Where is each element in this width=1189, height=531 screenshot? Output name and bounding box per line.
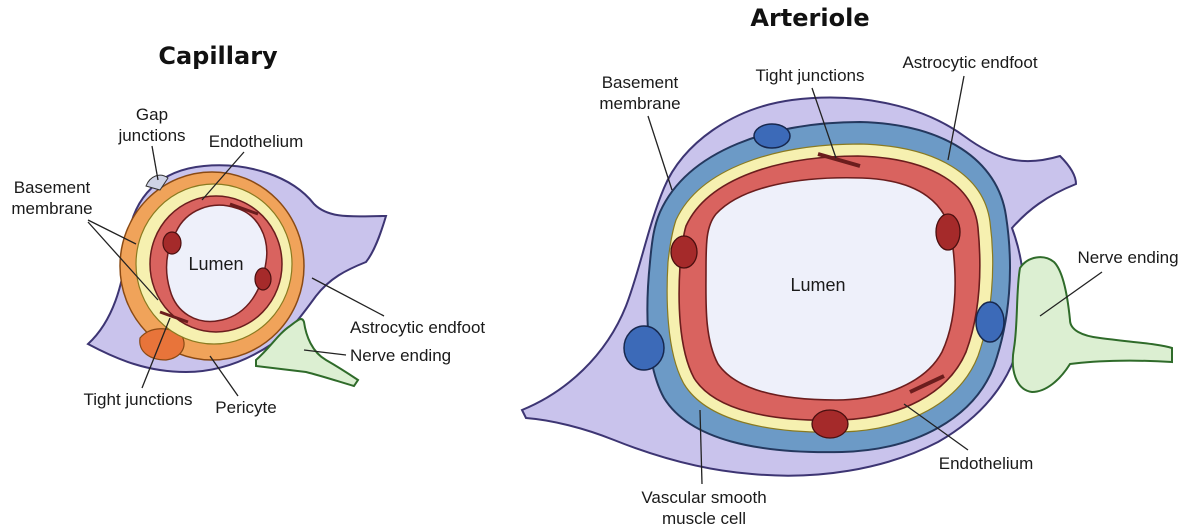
capillary-nerve-ending-label: Nerve ending [350, 346, 451, 365]
arteriole-endothelial-nucleus-3 [812, 410, 848, 438]
gap-junctions-leader [152, 146, 158, 180]
capillary-lumen-label: Lumen [188, 254, 243, 274]
capillary-basement-label-line2: membrane [11, 199, 92, 218]
capillary-basement-label-line1: Basement [14, 178, 91, 197]
capillary-endothelium-label: Endothelium [209, 132, 304, 151]
arteriole-illustration [522, 98, 1172, 476]
arteriole-astrocytic-endfoot-label: Astrocytic endfoot [902, 53, 1037, 72]
vsmc-nucleus-3 [976, 302, 1004, 342]
arteriole-basement-leader [648, 116, 672, 190]
arteriole-vsmc-label-line2: muscle cell [662, 509, 746, 528]
capillary-title: Capillary [158, 42, 278, 70]
capillary-nucleus-1 [163, 232, 181, 254]
arteriole-endothelial-nucleus-1 [671, 236, 697, 268]
capillary-pericyte-label: Pericyte [215, 398, 276, 417]
capillary-gap-junctions-label-line1: Gap [136, 105, 168, 124]
arteriole-endothelial-nucleus-2 [936, 214, 960, 250]
arteriole-vsmc-label-line1: Vascular smooth [641, 488, 766, 507]
capillary-astrocytic-endfoot-label: Astrocytic endfoot [350, 318, 485, 337]
arteriole-title: Arteriole [750, 4, 869, 32]
arteriole-tight-junctions-label: Tight junctions [756, 66, 865, 85]
capillary-gap-junctions-label-line2: junctions [117, 126, 185, 145]
vsmc-nucleus-2 [754, 124, 790, 148]
arteriole-nerve-ending-shape [1013, 257, 1172, 392]
capillary-nucleus-2 [255, 268, 271, 290]
arteriole-basement-label-line1: Basement [602, 73, 679, 92]
capillary-astrocytic-endfoot-leader [312, 278, 384, 316]
arteriole-basement-label-line2: membrane [599, 94, 680, 113]
vsmc-nucleus-1 [624, 326, 664, 370]
arteriole-nerve-ending-label: Nerve ending [1077, 248, 1178, 267]
capillary-illustration [88, 165, 386, 386]
capillary-tight-junctions-label: Tight junctions [84, 390, 193, 409]
arteriole-lumen-label: Lumen [790, 275, 845, 295]
arteriole-endothelium-label: Endothelium [939, 454, 1034, 473]
